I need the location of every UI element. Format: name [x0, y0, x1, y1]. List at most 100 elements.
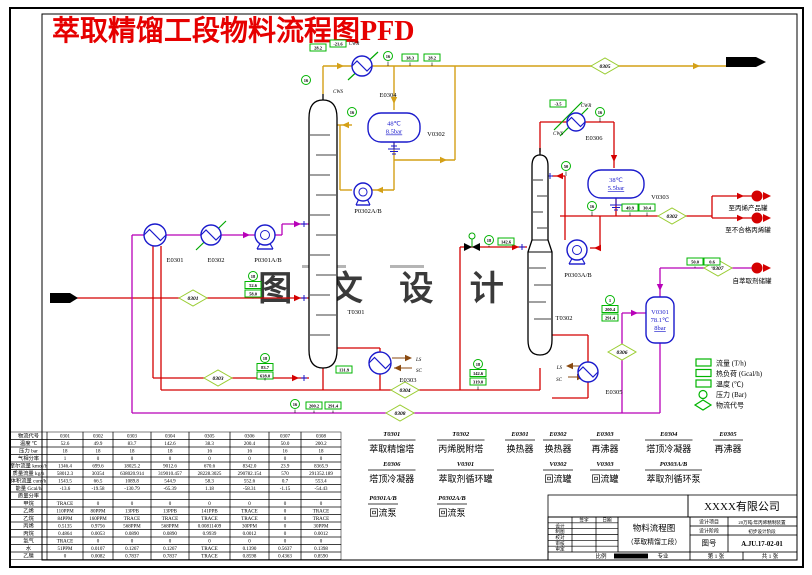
table-cell [82, 491, 114, 500]
instrument-value: 1 [609, 298, 612, 303]
pump-P0301 [254, 224, 276, 246]
instrument-value: 142.6 [473, 371, 484, 376]
table-value: 160PPM [89, 517, 107, 522]
stream-diamond [606, 343, 638, 361]
table-value: TRACE [201, 555, 217, 560]
table-value: 1089.8 [125, 480, 139, 485]
equipment-tag: E0305 [606, 389, 623, 396]
instrument-tag [703, 257, 721, 266]
instrument-bubble [587, 201, 597, 211]
equipment-index-name: 萃取剂循环罐 [438, 473, 492, 484]
equipment-index-name: 丙烯脱附塔 [438, 443, 483, 454]
reboiler-E0305-coil [577, 366, 599, 378]
instrument-bubble [260, 353, 270, 363]
table-value: 18 [319, 450, 325, 455]
legend-symbol [693, 399, 713, 411]
table-value: 0.0082 [91, 555, 105, 560]
stream-diamond [384, 404, 416, 422]
equipment-index-code: E0301 [510, 431, 528, 438]
instrument-tag [305, 401, 323, 410]
sign-cell [571, 528, 597, 535]
offpage-circle-arrow [763, 214, 771, 222]
table-value: 552.6 [244, 480, 256, 485]
table-value: 0.0107 [91, 547, 105, 552]
utility-label: CWS [333, 90, 344, 95]
table-value: 0.0012 [314, 532, 328, 537]
instrument-value: 83.7 [261, 365, 270, 370]
offpage-circle-arrow [751, 212, 763, 224]
instrument-value: 30.4 [643, 205, 652, 210]
sign-cell [595, 545, 619, 553]
flow-arrow [440, 156, 447, 164]
utility-label: CWR [581, 104, 592, 109]
sign-header: 签字 [579, 517, 589, 523]
table-value: 638020.914 [120, 472, 144, 477]
table-value: 0.1390 [243, 547, 257, 552]
instrument-value: 319.0 [473, 379, 484, 384]
table-value: TRACE [201, 547, 217, 552]
equipment-tag: E0302 [208, 257, 225, 264]
table-value: TRACE [313, 510, 329, 515]
table-row-label: 温度 ℃ [20, 439, 38, 447]
utility-label: SC [556, 378, 563, 383]
instrument-tag [601, 305, 619, 313]
field-label: 设计阶段 [699, 528, 719, 535]
condenser-E0304-coil [351, 60, 373, 72]
equipment-tag: T0302 [556, 315, 573, 322]
discipline-label: 专业 [657, 552, 669, 560]
table-value: 13PPB [163, 510, 178, 515]
flow-arrow [342, 121, 349, 129]
sign-cell [571, 540, 597, 547]
table-value: -19.58 [92, 487, 105, 492]
watermark-mark [390, 265, 424, 268]
instrument-tag [329, 39, 347, 48]
table-value: 0.7837 [125, 555, 139, 560]
stream-code: 0301 [188, 296, 199, 302]
table-value: 0.0890 [163, 532, 177, 537]
vessel-V0302 [367, 112, 421, 143]
sign-row-label: 审定 [555, 546, 565, 553]
table-value: 50.0 [281, 442, 290, 447]
equipment-tag: P0302A/B [354, 208, 382, 215]
pump-P0301-leg [256, 243, 261, 250]
flow-arrow [243, 231, 250, 239]
drawing-title-line2: （萃取精馏工段） [627, 537, 681, 546]
offpage-label: 自萃取剂储罐 [733, 276, 773, 285]
instrument-value: 142.6 [501, 239, 512, 244]
table-value: 18 [63, 450, 69, 455]
table-cell [46, 491, 84, 500]
legend-label: 流量 (T/h) [716, 359, 747, 368]
vessel-text-V0302: 48℃ [387, 121, 402, 128]
table-value: 83.7 [128, 442, 137, 447]
instrument-value: 16 [590, 204, 595, 209]
instrument-value: 16 [304, 78, 309, 83]
table-value: 1.18 [205, 487, 214, 492]
table-value: 1 [64, 457, 67, 462]
instrument-value: 38.3 [406, 55, 415, 60]
table-row-label: 压力 bar [19, 447, 38, 455]
pump-P0301-impeller [260, 230, 270, 240]
stream-code: 0305 [600, 64, 611, 70]
table-value: 66.5 [94, 480, 103, 485]
table-value: 110PPM [56, 510, 74, 515]
table-value: 0 [64, 555, 67, 560]
instrument-tag [335, 365, 353, 374]
table-value: 0 [131, 540, 134, 545]
equipment-index-code: E0305 [718, 431, 737, 438]
offpage-circle-arrow [763, 192, 771, 200]
page-title: 萃取精馏工段物料流程图PFD [52, 14, 414, 47]
offpage-overhead-arrow [726, 57, 766, 67]
instrument-bubble [595, 107, 605, 117]
flow-arrow [656, 284, 664, 291]
table-value: 51PPM [57, 547, 73, 552]
sign-cell [595, 522, 619, 529]
instrument-value: 291.4 [605, 315, 616, 320]
table-value: 0 [169, 502, 172, 507]
valve-actuator [468, 232, 476, 240]
table-value: 200.4 [244, 442, 256, 447]
stream-code: 0307 [713, 266, 724, 272]
table-value: 0.5637 [278, 547, 292, 552]
table-row-label: 氢气 [23, 537, 34, 545]
instrument-tag [244, 289, 262, 298]
table-value: -13.6 [60, 487, 71, 492]
